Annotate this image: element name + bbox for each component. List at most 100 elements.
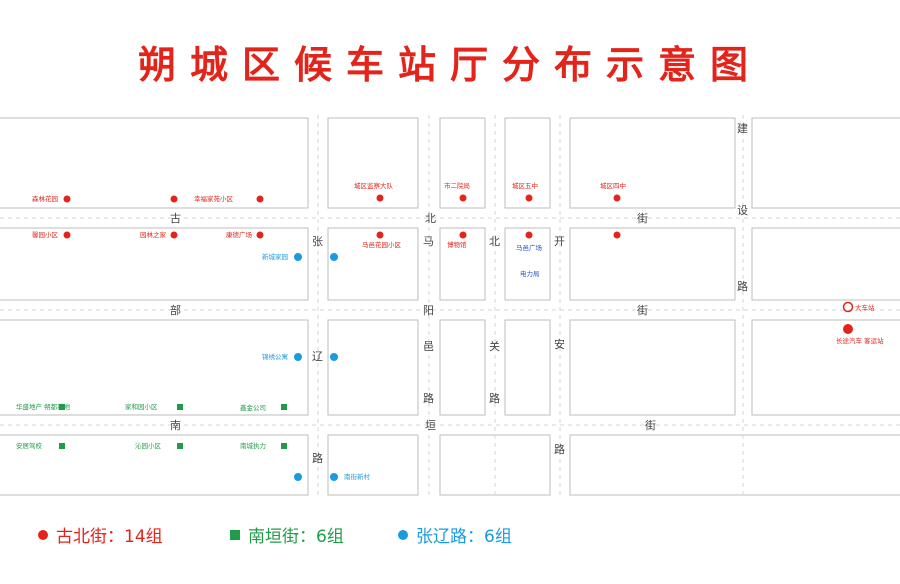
block	[439, 227, 486, 301]
block	[504, 227, 551, 301]
stop-marker-gubei	[63, 195, 71, 203]
legend-item: 张辽路：6组	[398, 522, 512, 547]
stop-marker-gubei	[376, 194, 384, 202]
stop-marker-nanyuan	[59, 404, 65, 410]
facility-label: 电力局	[520, 269, 540, 278]
road-char: 街	[645, 418, 656, 432]
stop-label: 康德广场	[226, 230, 253, 239]
road-char: 路	[489, 392, 500, 405]
legend-label: 张辽路：6组	[416, 527, 512, 547]
block	[439, 117, 486, 209]
road-char: 部	[170, 303, 181, 317]
stop-label: 沁园小区	[135, 441, 162, 450]
stop-marker-nanyuan	[281, 443, 287, 449]
stop-label: 园林之家	[140, 230, 167, 239]
block	[504, 319, 551, 416]
legend-label: 古北街：14组	[56, 527, 163, 547]
stop-marker-gubei	[170, 195, 178, 203]
road-char: 古	[170, 212, 181, 225]
road-char: 安	[554, 337, 565, 351]
train-station-icon	[842, 301, 854, 313]
road-char: 街	[637, 303, 648, 317]
block	[569, 117, 736, 209]
stop-marker-nanyuan	[59, 443, 65, 449]
road-char: 开	[554, 235, 565, 248]
block	[0, 227, 309, 301]
stop-marker-zhangliao	[330, 253, 338, 261]
road-char: 路	[312, 452, 323, 465]
block	[327, 319, 419, 416]
bus-station-icon	[843, 324, 853, 334]
stop-marker-zhangliao	[330, 353, 338, 361]
block	[569, 227, 736, 301]
stop-label: 幸福家苑小区	[194, 194, 234, 203]
stop-label: 新城家园	[262, 252, 288, 261]
green-square-icon	[230, 529, 240, 540]
block	[751, 117, 900, 209]
road-char: 北	[489, 235, 500, 248]
stop-marker-gubei	[459, 231, 467, 239]
stop-marker-gubei	[525, 231, 533, 239]
stop-label: 城区监察大队	[354, 181, 394, 190]
legend-label: 南垣街：6组	[248, 527, 344, 547]
stop-marker-zhangliao	[294, 353, 302, 361]
legend: 古北街：14组 南垣街：6组 张辽路：6组	[38, 522, 598, 547]
stop-label: 南城执力	[240, 441, 266, 450]
stop-marker-gubei	[256, 195, 264, 203]
stop-marker-gubei	[170, 231, 178, 239]
road-char: 邑	[423, 340, 434, 353]
road-char: 北	[425, 212, 436, 225]
road-char: 路	[423, 392, 434, 405]
stop-marker-zhangliao	[294, 473, 302, 481]
stop-marker-zhangliao	[294, 253, 302, 261]
block	[504, 117, 551, 209]
stop-label: 森林花园	[32, 194, 58, 203]
road-char: 辽	[312, 350, 323, 363]
stop-marker-zhangliao	[330, 473, 338, 481]
block	[751, 319, 900, 416]
road-char: 建	[737, 121, 748, 135]
block	[751, 227, 900, 301]
road-char: 张	[312, 235, 323, 248]
block	[0, 117, 309, 209]
stop-label: 马邑花园小区	[362, 240, 402, 249]
road-char: 路	[737, 280, 748, 293]
road-char: 关	[489, 339, 500, 353]
blue-dot-icon	[398, 529, 408, 540]
stop-marker-nanyuan	[177, 404, 183, 410]
stop-label: 华盛地产 朔都基地	[16, 402, 71, 411]
stop-marker-gubei	[63, 231, 71, 239]
stop-marker-gubei	[376, 231, 384, 239]
stop-marker-gubei	[256, 231, 264, 239]
block	[569, 434, 900, 496]
road-char: 路	[554, 443, 565, 456]
block	[0, 434, 309, 496]
road-char: 街	[637, 211, 648, 225]
stop-label: 城区四中	[600, 181, 626, 190]
block	[327, 117, 419, 209]
block	[569, 319, 736, 416]
stop-marker-nanyuan	[281, 404, 287, 410]
road-char: 马	[423, 235, 434, 248]
stop-label: 城区五中	[512, 181, 538, 190]
stop-label: 家和园小区	[125, 402, 158, 411]
block	[327, 434, 419, 496]
road-char: 南	[170, 419, 181, 432]
stop-label: 安居驾校	[16, 441, 43, 450]
road-char: 阳	[423, 304, 434, 317]
stop-marker-nanyuan	[177, 443, 183, 449]
stop-label: 大车站	[855, 303, 875, 312]
red-dot-icon	[38, 529, 48, 540]
block	[439, 319, 486, 416]
stop-label: 鑫金公司	[240, 403, 266, 412]
block	[0, 319, 309, 416]
stop-label: 博物馆	[447, 240, 467, 249]
stop-marker-gubei	[459, 194, 467, 202]
stop-marker-gubei	[613, 194, 621, 202]
legend-item: 南垣街：6组	[230, 522, 344, 547]
map-title: 朔城区候车站厅分布示意图	[137, 43, 762, 87]
plaza-label: 马邑广场	[516, 243, 543, 252]
block	[327, 227, 419, 301]
stop-marker-gubei	[525, 194, 533, 202]
